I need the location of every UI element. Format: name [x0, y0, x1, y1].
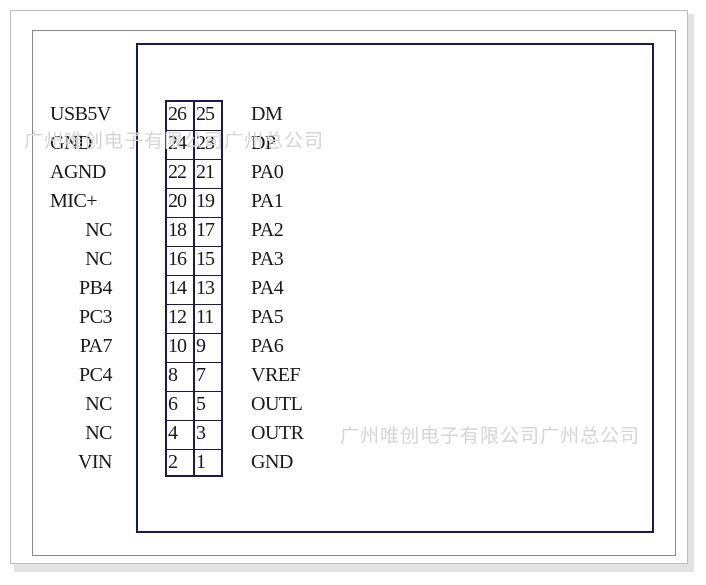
pin-number-even: 6: [168, 393, 178, 415]
right-signal-label: OUTL: [251, 393, 303, 415]
pin-row-divider: [165, 275, 223, 276]
left-signal-label: GND: [50, 132, 92, 154]
pin-row-divider: [165, 420, 223, 421]
pin-number-even: 26: [168, 103, 187, 125]
pin-number-odd: 19: [196, 190, 215, 212]
right-signal-label: DM: [251, 103, 283, 125]
pin-row-divider: [165, 188, 223, 189]
pin-number-odd: 13: [196, 277, 215, 299]
pin-row-divider: [165, 362, 223, 363]
pin-number-even: 14: [168, 277, 187, 299]
right-signal-label: PA1: [251, 190, 284, 212]
right-signal-label: GND: [251, 451, 293, 473]
pin-number-even: 4: [168, 422, 178, 444]
pin-number-odd: 23: [196, 132, 215, 154]
watermark-bottom: 广州唯创电子有限公司广州总公司: [340, 425, 641, 447]
right-signal-label: PA2: [251, 219, 284, 241]
left-signal-label: NC: [85, 219, 112, 241]
left-signal-label: VIN: [77, 451, 113, 473]
left-signal-label: NC: [85, 422, 112, 444]
left-signal-label: PB4: [79, 277, 112, 299]
right-signal-label: OUTR: [251, 422, 304, 444]
pin-row-divider: [165, 246, 223, 247]
pin-row-divider: [165, 130, 223, 131]
left-signal-label: PC3: [79, 306, 112, 328]
pin-number-odd: 3: [196, 422, 206, 444]
pin-number-odd: 7: [196, 364, 206, 386]
inner-frame: [32, 30, 676, 556]
pin-number-even: 18: [168, 219, 187, 241]
pin-number-even: 22: [168, 161, 187, 183]
left-signal-label: NC: [85, 248, 112, 270]
pin-number-even: 20: [168, 190, 187, 212]
pin-row-divider: [165, 333, 223, 334]
right-signal-label: PA4: [251, 277, 284, 299]
pin-number-even: 24: [168, 132, 187, 154]
pin-number-odd: 9: [196, 335, 206, 357]
right-signal-label: PA5: [251, 306, 284, 328]
left-signal-label: NC: [85, 393, 112, 415]
left-signal-label: MIC+: [50, 190, 98, 212]
pin-number-even: 12: [168, 306, 187, 328]
pin-row-divider: [165, 304, 223, 305]
right-signal-label: PA6: [251, 335, 284, 357]
pin-row-divider: [165, 391, 223, 392]
pin-header-divider: [193, 100, 195, 477]
left-signal-label: AGND: [50, 161, 106, 183]
pin-number-odd: 25: [196, 103, 215, 125]
pin-number-odd: 21: [196, 161, 215, 183]
pin-number-odd: 1: [196, 451, 206, 473]
right-signal-label: PA0: [251, 161, 284, 183]
pin-number-even: 10: [168, 335, 187, 357]
pin-number-even: 16: [168, 248, 187, 270]
left-signal-label: USB5V: [50, 103, 111, 125]
pin-number-even: 2: [168, 451, 178, 473]
right-signal-label: DP: [251, 132, 276, 154]
pin-number-odd: 11: [196, 306, 214, 328]
left-signal-label: PC4: [79, 364, 112, 386]
pin-row-divider: [165, 449, 223, 450]
right-signal-label: PA3: [251, 248, 284, 270]
pin-number-odd: 15: [196, 248, 215, 270]
pin-row-divider: [165, 159, 223, 160]
right-signal-label: VREF: [251, 364, 301, 386]
watermark-top: 广州唯创电子有限公司广州总公司: [24, 130, 325, 152]
board-outline: [136, 43, 654, 533]
pin-number-odd: 5: [196, 393, 206, 415]
pin-number-odd: 17: [196, 219, 215, 241]
left-signal-label: PA7: [79, 335, 113, 357]
pin-row-divider: [165, 217, 223, 218]
pin-number-even: 8: [168, 364, 178, 386]
